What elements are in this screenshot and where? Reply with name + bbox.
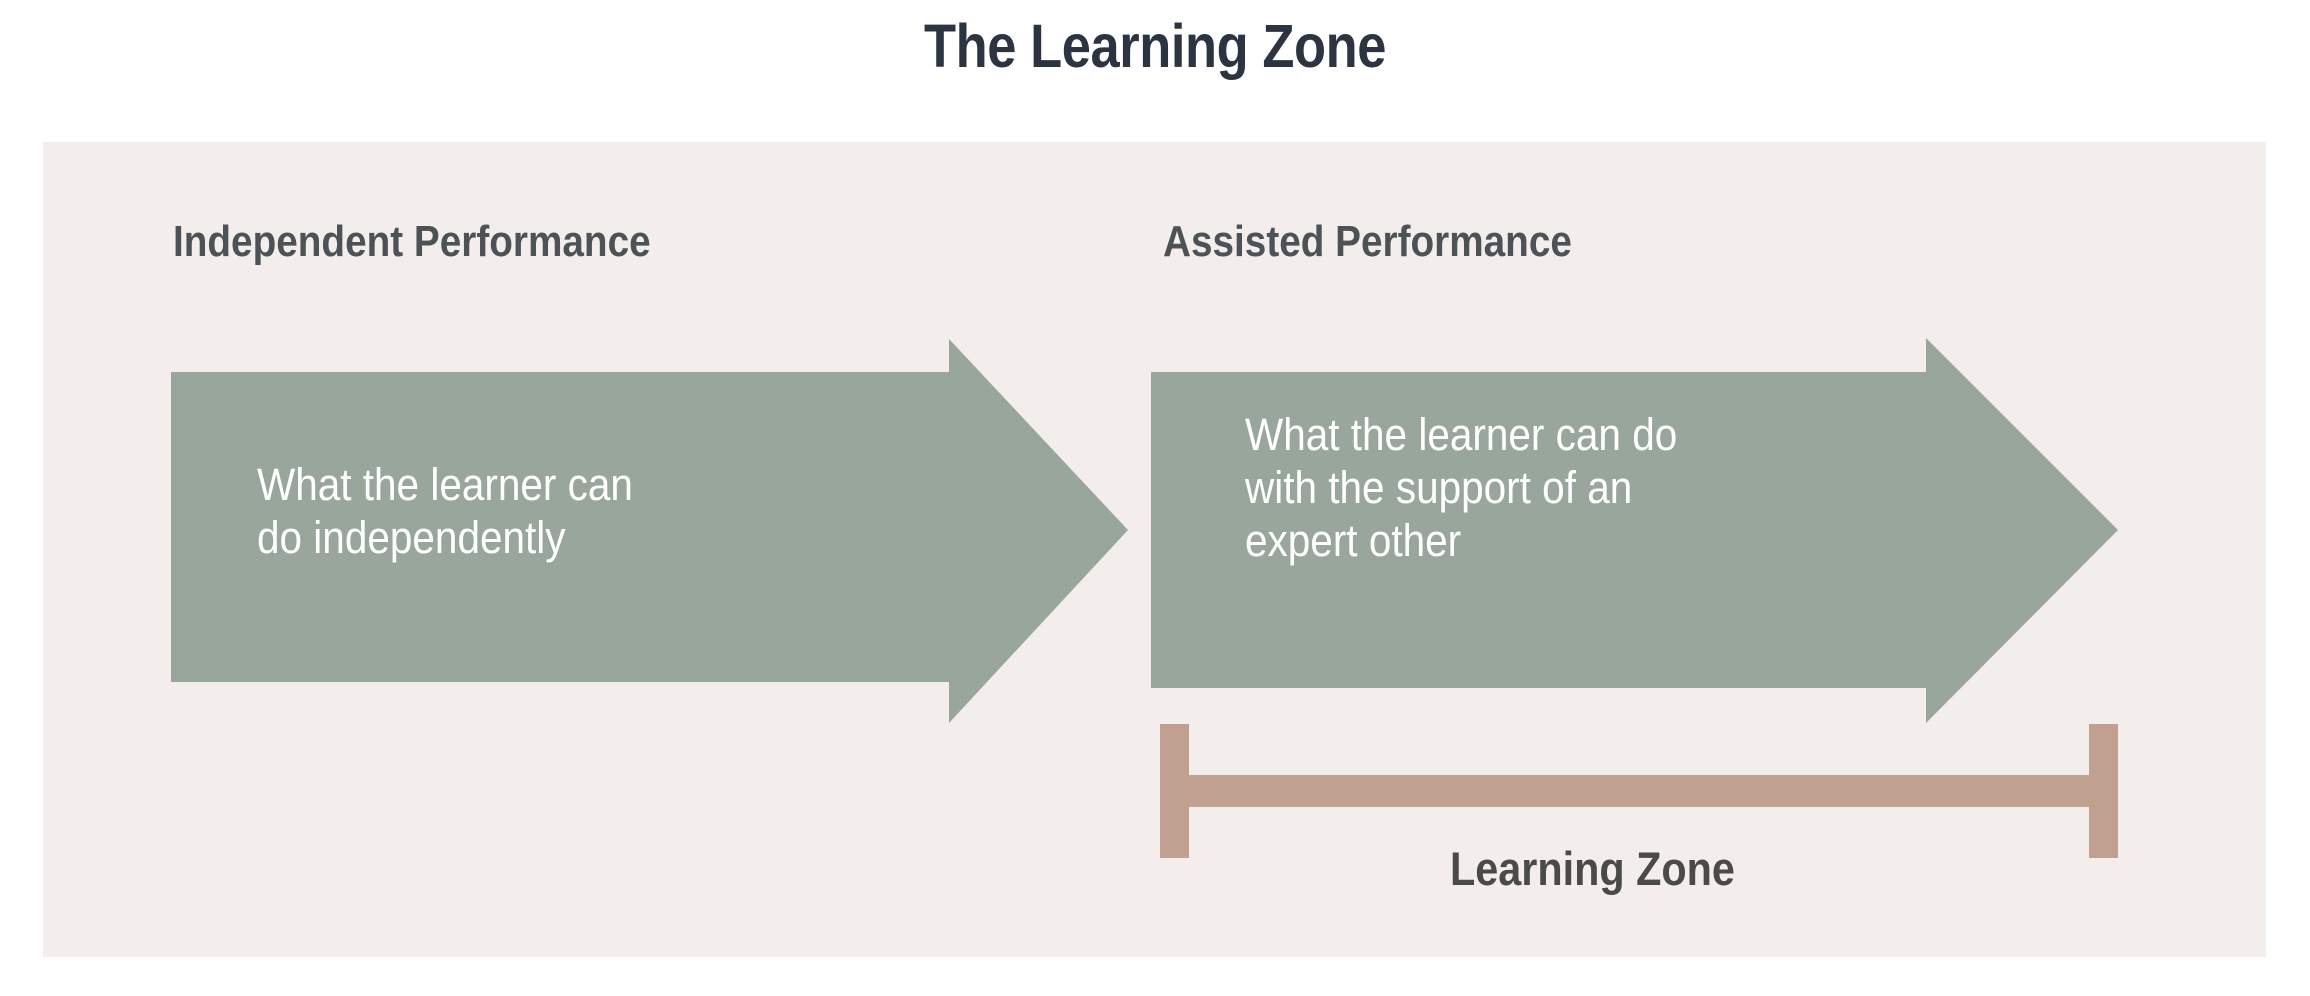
arrow-independent-performance [171, 339, 1128, 723]
arrow-label-assisted: What the learner can do with the support… [1245, 409, 1678, 567]
bracket-horizontal-bar [1160, 775, 2118, 807]
arrow-assisted-performance [1151, 338, 2118, 723]
column-heading-independent: Independent Performance [173, 217, 651, 266]
column-heading-assisted: Assisted Performance [1163, 217, 1572, 266]
arrow-label-independent: What the learner can do independently [257, 459, 633, 564]
learning-zone-bracket [1160, 724, 2118, 858]
page-title: The Learning Zone [924, 12, 1386, 80]
bracket-right-cap [2089, 724, 2118, 858]
learning-zone-label: Learning Zone [1450, 842, 1735, 895]
